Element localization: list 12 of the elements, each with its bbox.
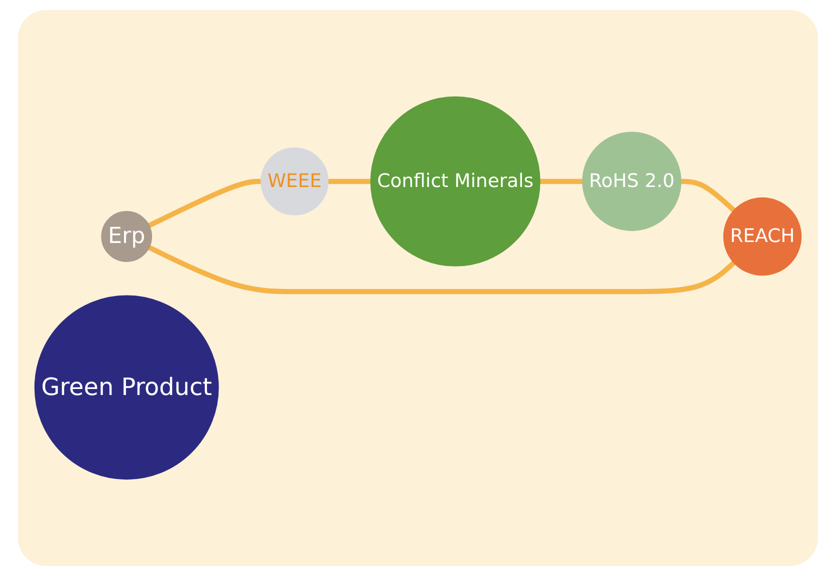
connector [328, 178, 371, 184]
connector [148, 178, 262, 228]
node-circle [101, 211, 152, 262]
node-circle [723, 197, 802, 276]
connector [148, 245, 736, 294]
connector [540, 178, 583, 184]
node-circle [582, 132, 682, 231]
node-circle [260, 147, 328, 216]
node-circle [34, 295, 219, 480]
connector [681, 178, 736, 212]
node-circle [370, 96, 540, 266]
panel-background: Erp REACH WEEE Green Product Conflict Minerals RoHS 2.0 [18, 10, 818, 566]
